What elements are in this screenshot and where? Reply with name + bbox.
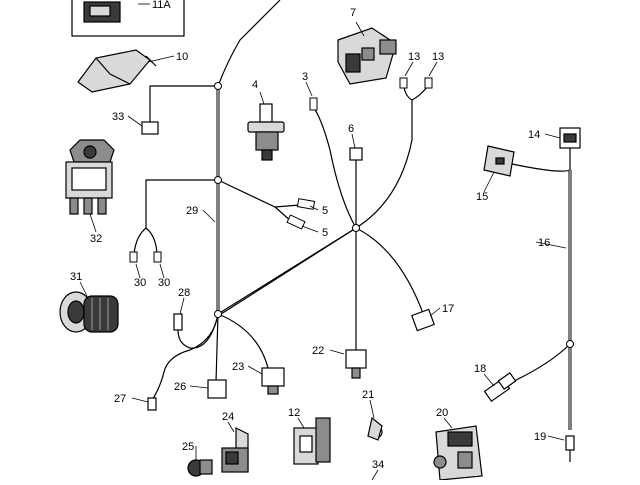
callout-24: 24 <box>222 411 234 423</box>
callout-19: 19 <box>534 431 546 443</box>
callout-22: 22 <box>312 345 324 357</box>
component-15-module <box>483 145 515 177</box>
callout-27: 27 <box>114 393 126 405</box>
junction-right <box>566 340 574 348</box>
callout-4: 4 <box>252 79 258 91</box>
wire-to-5 <box>217 179 301 208</box>
callout-17: 17 <box>442 303 454 315</box>
callout-20: 20 <box>436 407 448 419</box>
callout-13a: 13 <box>408 51 420 63</box>
callout-29: 29 <box>186 205 198 217</box>
component-10-clip <box>77 49 157 93</box>
callout-33: 33 <box>112 111 124 123</box>
callout-25: 25 <box>182 441 194 453</box>
junctions <box>214 82 574 348</box>
component-30-connectors <box>129 251 162 263</box>
callout-7: 7 <box>350 7 356 19</box>
component-33-box <box>141 121 159 135</box>
callout-5b: 5 <box>322 227 328 239</box>
wire-to-33 <box>149 85 218 124</box>
component-32-rocker-switch <box>65 139 115 215</box>
component-11a-inset <box>71 0 185 37</box>
wire-to-top <box>217 0 281 87</box>
callout-15: 15 <box>476 191 488 203</box>
component-4-switch <box>247 103 285 161</box>
component-31-socket <box>59 291 119 333</box>
component-17-connector <box>411 308 435 332</box>
component-20-panel-switch <box>433 425 483 481</box>
callout-10: 10 <box>176 51 188 63</box>
wire-hub-to-trunk2 <box>217 227 357 317</box>
callout-16: 16 <box>538 237 550 249</box>
wire-hub-to-13 <box>355 100 413 229</box>
component-28-connector <box>173 313 183 331</box>
component-26-connector <box>207 379 227 399</box>
callout-31: 31 <box>70 271 82 283</box>
component-21-clip <box>367 416 383 441</box>
component-23-connector <box>261 367 285 395</box>
junction-mid <box>214 176 222 184</box>
component-25-knob <box>187 459 213 477</box>
callout-11a: 11A <box>152 0 171 11</box>
junction-hub <box>352 224 360 232</box>
callout-6: 6 <box>348 123 354 135</box>
callout-13b: 13 <box>432 51 444 63</box>
wire-hub-to-3 <box>313 107 357 229</box>
callouts: 11A 10 7 13 13 3 4 33 6 14 15 32 29 5 5 … <box>70 0 550 471</box>
junction-top <box>214 82 222 90</box>
component-3-connector <box>309 97 318 111</box>
leader-lines <box>79 3 567 481</box>
callout-14: 14 <box>528 129 540 141</box>
component-14-connector <box>559 127 581 149</box>
callout-5a: 5 <box>322 205 328 217</box>
component-27-connector <box>147 397 157 411</box>
callout-32: 32 <box>90 233 102 245</box>
wires <box>133 0 572 430</box>
callout-3: 3 <box>302 71 308 83</box>
wire-16-top <box>511 148 571 172</box>
wire-30-split-left <box>133 227 147 255</box>
component-18-connector <box>483 372 517 403</box>
callout-30a: 30 <box>134 277 146 289</box>
callout-12: 12 <box>288 407 300 419</box>
callout-18: 18 <box>474 363 486 375</box>
component-13-connectors <box>399 77 433 89</box>
junction-low <box>214 310 222 318</box>
component-6-connector <box>349 147 363 161</box>
component-24-relay <box>221 427 249 473</box>
callout-30b: 30 <box>158 277 170 289</box>
wire-16-to-18 <box>511 343 571 383</box>
wire-to-23 <box>217 313 269 369</box>
callout-34: 34 <box>372 459 384 471</box>
callout-23: 23 <box>232 361 244 373</box>
component-19-terminal <box>565 435 575 462</box>
wire-to-26 <box>215 313 219 383</box>
component-22-connector <box>345 349 367 379</box>
callout-21: 21 <box>362 389 374 401</box>
wire-30-split-right <box>145 227 158 255</box>
component-7-relay <box>337 27 397 85</box>
callout-28: 28 <box>178 287 190 299</box>
callout-26: 26 <box>174 381 186 393</box>
wire-hub-to-17 <box>355 227 425 317</box>
wire-to-30 <box>145 179 218 228</box>
component-12-sensor <box>293 417 331 465</box>
wire-to-27 <box>151 313 219 401</box>
component-5-connectors <box>286 198 316 230</box>
